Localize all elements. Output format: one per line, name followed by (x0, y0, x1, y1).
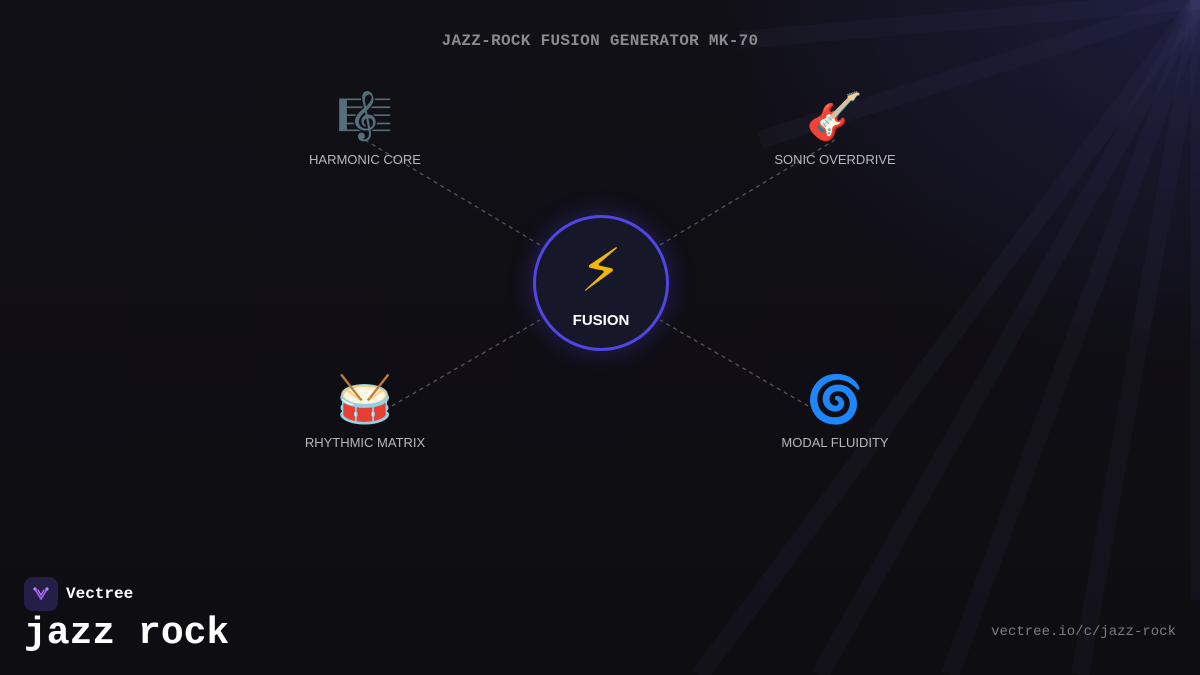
node-sonic-overdrive[interactable]: 🎸 SONIC OVERDRIVE (735, 88, 935, 167)
vectree-logo-icon (24, 577, 58, 611)
node-label: HARMONIC CORE (309, 152, 421, 167)
guitar-icon: 🎸 (806, 89, 864, 143)
cyclone-icon: 🌀 (806, 372, 864, 426)
brand-name: Vectree (66, 585, 134, 603)
drum-icon: 🥁 (336, 372, 394, 426)
page-url-link[interactable]: vectree.io/c/jazz-rock (991, 624, 1176, 640)
link-modal-fluidity (659, 319, 816, 411)
page-title: JAZZ-ROCK FUSION GENERATOR MK-70 (441, 32, 759, 50)
brand[interactable]: Vectree (24, 577, 133, 611)
node-harmonic-core[interactable]: 🎼 HARMONIC CORE (265, 88, 465, 167)
node-rhythmic-matrix[interactable]: 🥁 RHYTHMIC MATRIX (265, 371, 465, 450)
genre-title: jazz rock (24, 612, 230, 655)
hub-label: FUSION (572, 312, 630, 329)
node-label: MODAL FLUIDITY (781, 435, 889, 450)
node-label: RHYTHMIC MATRIX (304, 435, 426, 450)
link-rhythmic-matrix (384, 319, 541, 411)
fusion-hub[interactable]: ⚡ FUSION (533, 215, 669, 351)
musical-score-icon: 🎼 (336, 89, 394, 143)
link-harmonic-core (364, 139, 541, 246)
lightning-bolt-icon: ⚡ (579, 236, 623, 306)
link-sonic-overdrive (659, 139, 836, 246)
node-label: SONIC OVERDRIVE (774, 152, 896, 167)
node-modal-fluidity[interactable]: 🌀 MODAL FLUIDITY (735, 371, 935, 450)
